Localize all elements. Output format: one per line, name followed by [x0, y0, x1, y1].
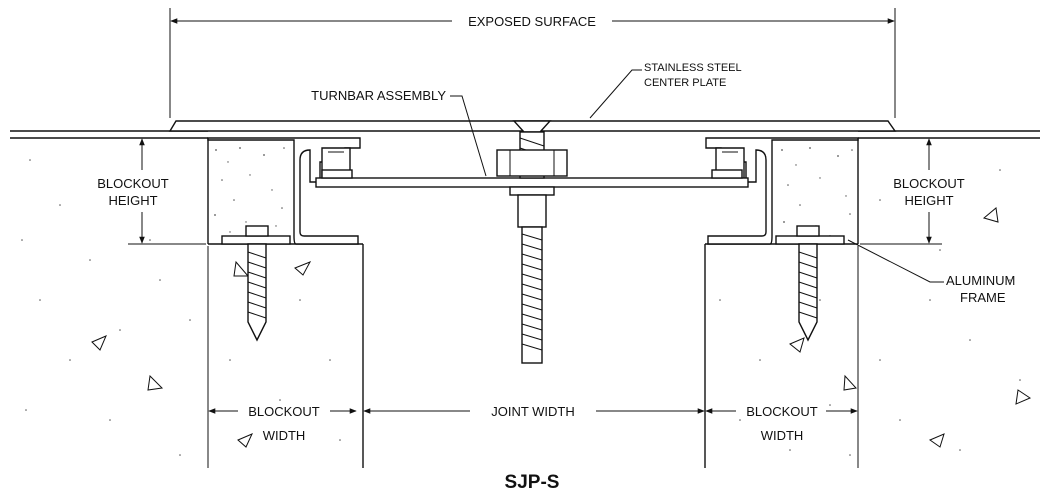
dimension-blockout-width-right: BLOCKOUT WIDTH [705, 246, 859, 468]
joint-width-label: JOINT WIDTH [491, 404, 575, 419]
blockout-height-left-line1: BLOCKOUT [97, 176, 169, 191]
dimension-joint-width: JOINT WIDTH [363, 404, 705, 419]
leader-turnbar: TURNBAR ASSEMBLY [311, 88, 487, 177]
plate-label-line1: STAINLESS STEEL [644, 62, 742, 74]
exposed-surface-label: EXPOSED SURFACE [468, 14, 596, 29]
blockout-width-left-line2: WIDTH [263, 428, 306, 443]
leader-center-plate: STAINLESS STEEL CENTER PLATE [589, 62, 742, 119]
dimension-blockout-height-right: BLOCKOUT HEIGHT [860, 138, 965, 245]
concrete-texture [21, 159, 1032, 456]
dimension-exposed-surface: EXPOSED SURFACE [169, 8, 896, 118]
blockout-height-right-line1: BLOCKOUT [893, 176, 965, 191]
dimension-blockout-width-left: BLOCKOUT WIDTH [207, 246, 357, 468]
blockout-width-right-line2: WIDTH [761, 428, 804, 443]
turnbar-end-bolts [321, 169, 743, 179]
dimension-blockout-height-left: BLOCKOUT HEIGHT [97, 138, 206, 245]
plate-label-line2: CENTER PLATE [644, 77, 726, 89]
blockout-height-left-line2: HEIGHT [108, 193, 157, 208]
diagram-title: SJP-S [505, 472, 560, 493]
anchor-screw-left [221, 225, 291, 342]
anchor-screw-right [775, 225, 845, 342]
frame-label-line1: ALUMINUM [946, 273, 1015, 288]
turnbar-assembly [315, 120, 749, 364]
blockout-width-left-line1: BLOCKOUT [248, 404, 320, 419]
frame-label-line2: FRAME [960, 290, 1006, 305]
leader-aluminum-frame: ALUMINUM FRAME [847, 239, 1015, 305]
blockout-width-right-line1: BLOCKOUT [746, 404, 818, 419]
blockout-height-right-line2: HEIGHT [904, 193, 953, 208]
turnbar-label: TURNBAR ASSEMBLY [311, 88, 446, 103]
